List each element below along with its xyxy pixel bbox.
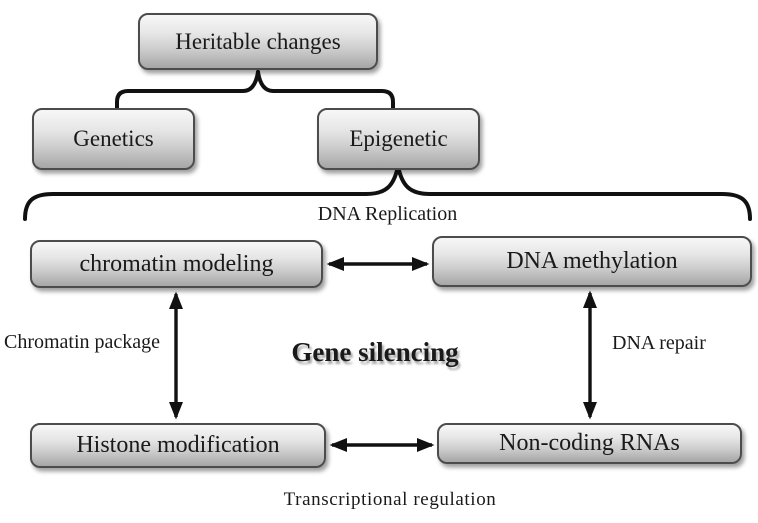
label-transcriptional-regulation: Transcriptional regulation — [283, 489, 497, 510]
branch-right-connector — [256, 70, 395, 111]
node-histone-modification: Histone modification — [30, 423, 326, 468]
node-genetics: Genetics — [32, 108, 195, 170]
node-heritable-changes: Heritable changes — [138, 13, 378, 70]
node-epigenetic: Epigenetic — [317, 108, 480, 170]
node-non-coding-rnas: Non-coding RNAs — [437, 423, 742, 464]
label-gene-silencing: Gene silencing — [291, 337, 459, 367]
node-dna-methylation: DNA methylation — [432, 236, 752, 287]
branch-left-connector — [115, 70, 260, 111]
node-chromatin-modeling: chromatin modeling — [30, 240, 323, 288]
label-chromatin-package: Chromatin package — [4, 331, 161, 353]
label-dna-repair: DNA repair — [612, 332, 706, 354]
label-dna-replication: DNA Replication — [317, 203, 458, 225]
